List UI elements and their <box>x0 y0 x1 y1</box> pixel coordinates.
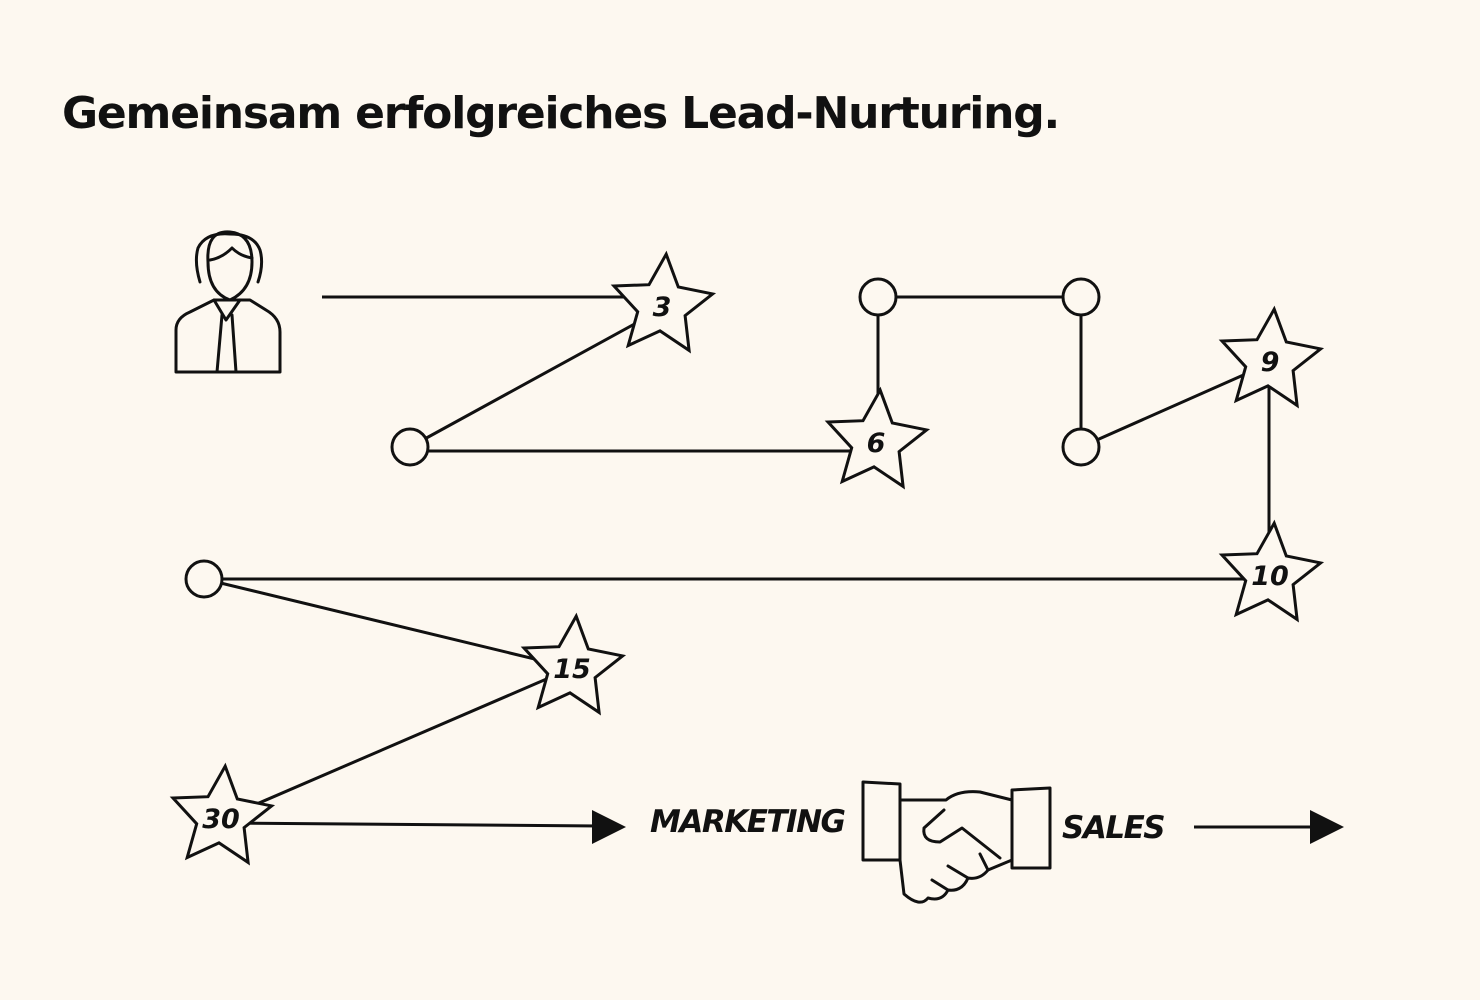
waypoint-node <box>1061 277 1101 317</box>
star-label: 15 <box>553 654 591 685</box>
connector-node-15 <box>203 577 573 670</box>
star-6: 6 <box>824 386 931 490</box>
star-label: 30 <box>202 804 240 835</box>
star-shape <box>169 762 276 866</box>
connector-3-node <box>409 308 661 449</box>
star-15: 15 <box>520 612 627 716</box>
waypoint-node <box>1061 427 1101 467</box>
star-3: 3 <box>610 250 717 354</box>
star-label: 9 <box>1261 347 1280 378</box>
waypoint-node <box>858 277 898 317</box>
marketing-label: MARKETING <box>650 804 846 840</box>
handshake-icon <box>861 780 1052 904</box>
connector-15-30 <box>221 666 573 821</box>
star-label: 10 <box>1251 561 1289 592</box>
connectors <box>203 295 1318 829</box>
star-label: 3 <box>653 292 672 323</box>
star-shape <box>824 386 931 490</box>
sales-label: SALES <box>1062 810 1164 846</box>
waypoint-node <box>390 427 430 467</box>
connector-30-arrow <box>221 821 601 828</box>
star-shape <box>610 250 717 354</box>
person-icon <box>174 230 282 374</box>
arrow-right-icon <box>592 810 626 844</box>
milestone-stars: 3 6 9 10 15 30 <box>169 250 1325 866</box>
star-9: 9 <box>1218 305 1325 409</box>
star-30: 30 <box>169 762 276 866</box>
waypoint-node <box>184 559 224 599</box>
star-label: 6 <box>867 428 886 459</box>
waypoints <box>184 277 1101 599</box>
page-title: Gemeinsam erfolgreiches Lead-Nurturing. <box>62 88 1060 139</box>
star-10: 10 <box>1218 519 1325 623</box>
star-shape <box>520 612 627 716</box>
star-shape <box>1218 519 1325 623</box>
arrow-right-icon <box>1310 810 1344 844</box>
star-shape <box>1218 305 1325 409</box>
connector-node-9 <box>1080 363 1267 449</box>
